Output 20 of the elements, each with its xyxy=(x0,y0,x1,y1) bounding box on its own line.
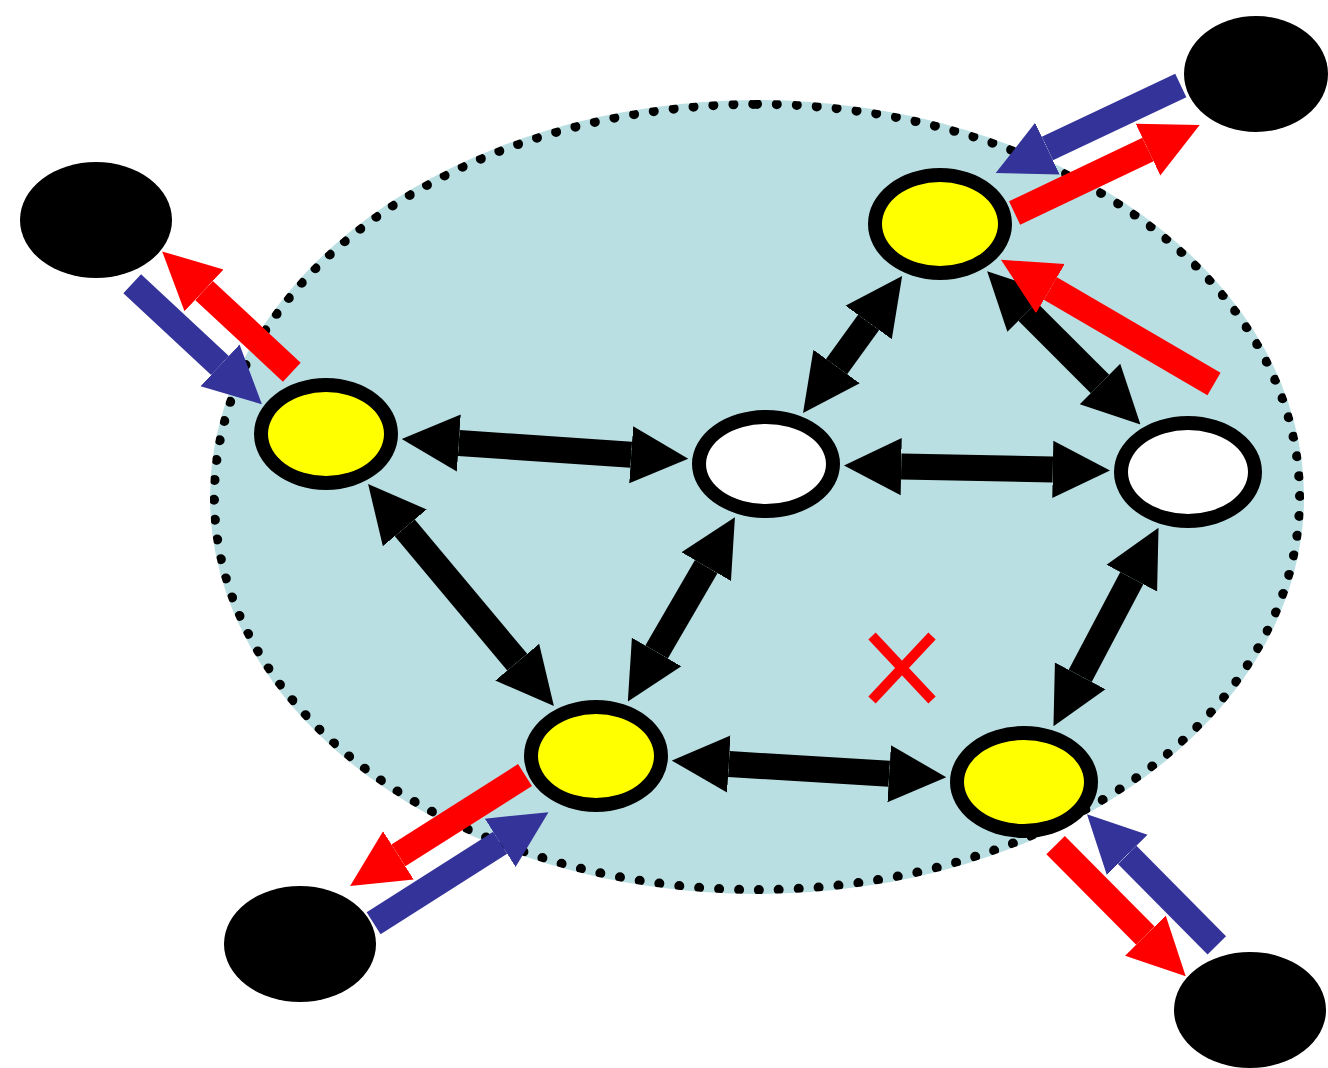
double-arrow xyxy=(368,483,554,707)
double-arrow xyxy=(671,735,947,803)
arrow xyxy=(1087,814,1227,955)
double-arrow xyxy=(401,414,689,484)
arrow xyxy=(162,251,301,382)
double-arrow xyxy=(1053,527,1159,727)
arrow xyxy=(366,812,549,935)
terminal-circle xyxy=(1174,952,1326,1068)
double-arrow xyxy=(987,271,1141,425)
node-circle xyxy=(868,168,1012,280)
node-circle xyxy=(254,378,398,490)
arrow xyxy=(995,73,1187,175)
arrow xyxy=(1001,259,1221,396)
node-circle xyxy=(950,726,1098,838)
node-circle xyxy=(524,700,668,812)
double-arrow xyxy=(627,517,735,702)
arrow xyxy=(123,274,262,405)
arrow xyxy=(1046,836,1186,977)
double-arrow xyxy=(844,438,1110,498)
double-arrow xyxy=(803,276,903,413)
